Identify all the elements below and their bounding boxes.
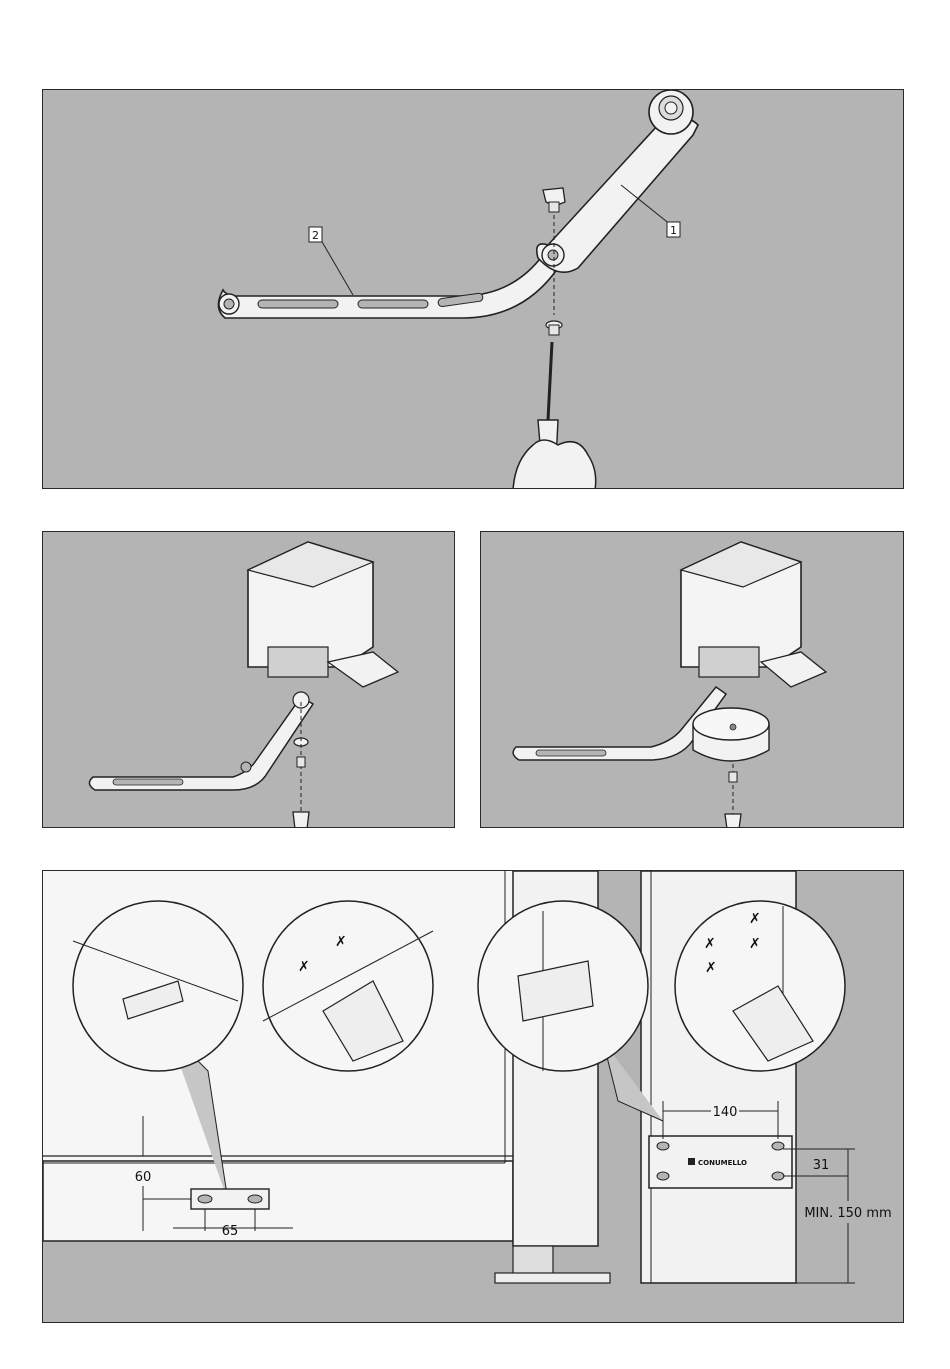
drill-mark: ✗: [335, 934, 347, 950]
screwdriver: [293, 812, 309, 828]
drill-mark: ✗: [705, 960, 717, 976]
screw: [546, 321, 562, 335]
callout-2: 2: [309, 227, 353, 295]
motor-box: [681, 542, 826, 687]
callout-label-2: 2: [312, 229, 319, 242]
drill-mark: ✗: [704, 936, 716, 952]
drill-mark: ✗: [298, 959, 310, 975]
motor-cover-panel: [480, 531, 904, 828]
arm: [89, 692, 313, 790]
arm-assembly-panel: 1 2: [42, 89, 904, 489]
straight-arm: [218, 255, 558, 318]
screw: [729, 772, 737, 782]
dim-label-140: 140: [713, 1105, 738, 1120]
brand-logo-icon: [688, 1158, 695, 1165]
mounting-plate: CONUMELLO: [649, 1136, 792, 1188]
screwdriver: [725, 814, 741, 828]
dim-label-min-150: MIN. 150 mm: [804, 1206, 891, 1221]
leaf-bracket: [191, 1189, 269, 1209]
brand-label: CONUMELLO: [698, 1159, 747, 1167]
screwdriver-hand: [513, 342, 596, 489]
dim-label-65: 65: [222, 1224, 239, 1239]
motor-box: [248, 542, 398, 687]
curved-arm: [537, 90, 698, 272]
dim-label-60: 60: [135, 1170, 152, 1185]
detail-drill-leaf: ✗ ✗: [263, 901, 433, 1071]
round-cover: [693, 708, 769, 761]
bracket-installation-panel: ✗ ✗ ✗ ✗ ✗ ✗: [42, 870, 904, 1323]
detail-drill-post: ✗ ✗ ✗ ✗: [675, 901, 845, 1071]
cap-piece: [543, 188, 565, 212]
callout-label-1: 1: [670, 224, 677, 237]
drill-mark: ✗: [749, 911, 761, 927]
motor-arm-attach-panel: [42, 531, 455, 828]
dim-min-150: MIN. 150 mm: [783, 1149, 892, 1283]
drill-mark: ✗: [749, 936, 761, 952]
dim-label-31: 31: [813, 1158, 830, 1173]
screw: [297, 757, 305, 767]
